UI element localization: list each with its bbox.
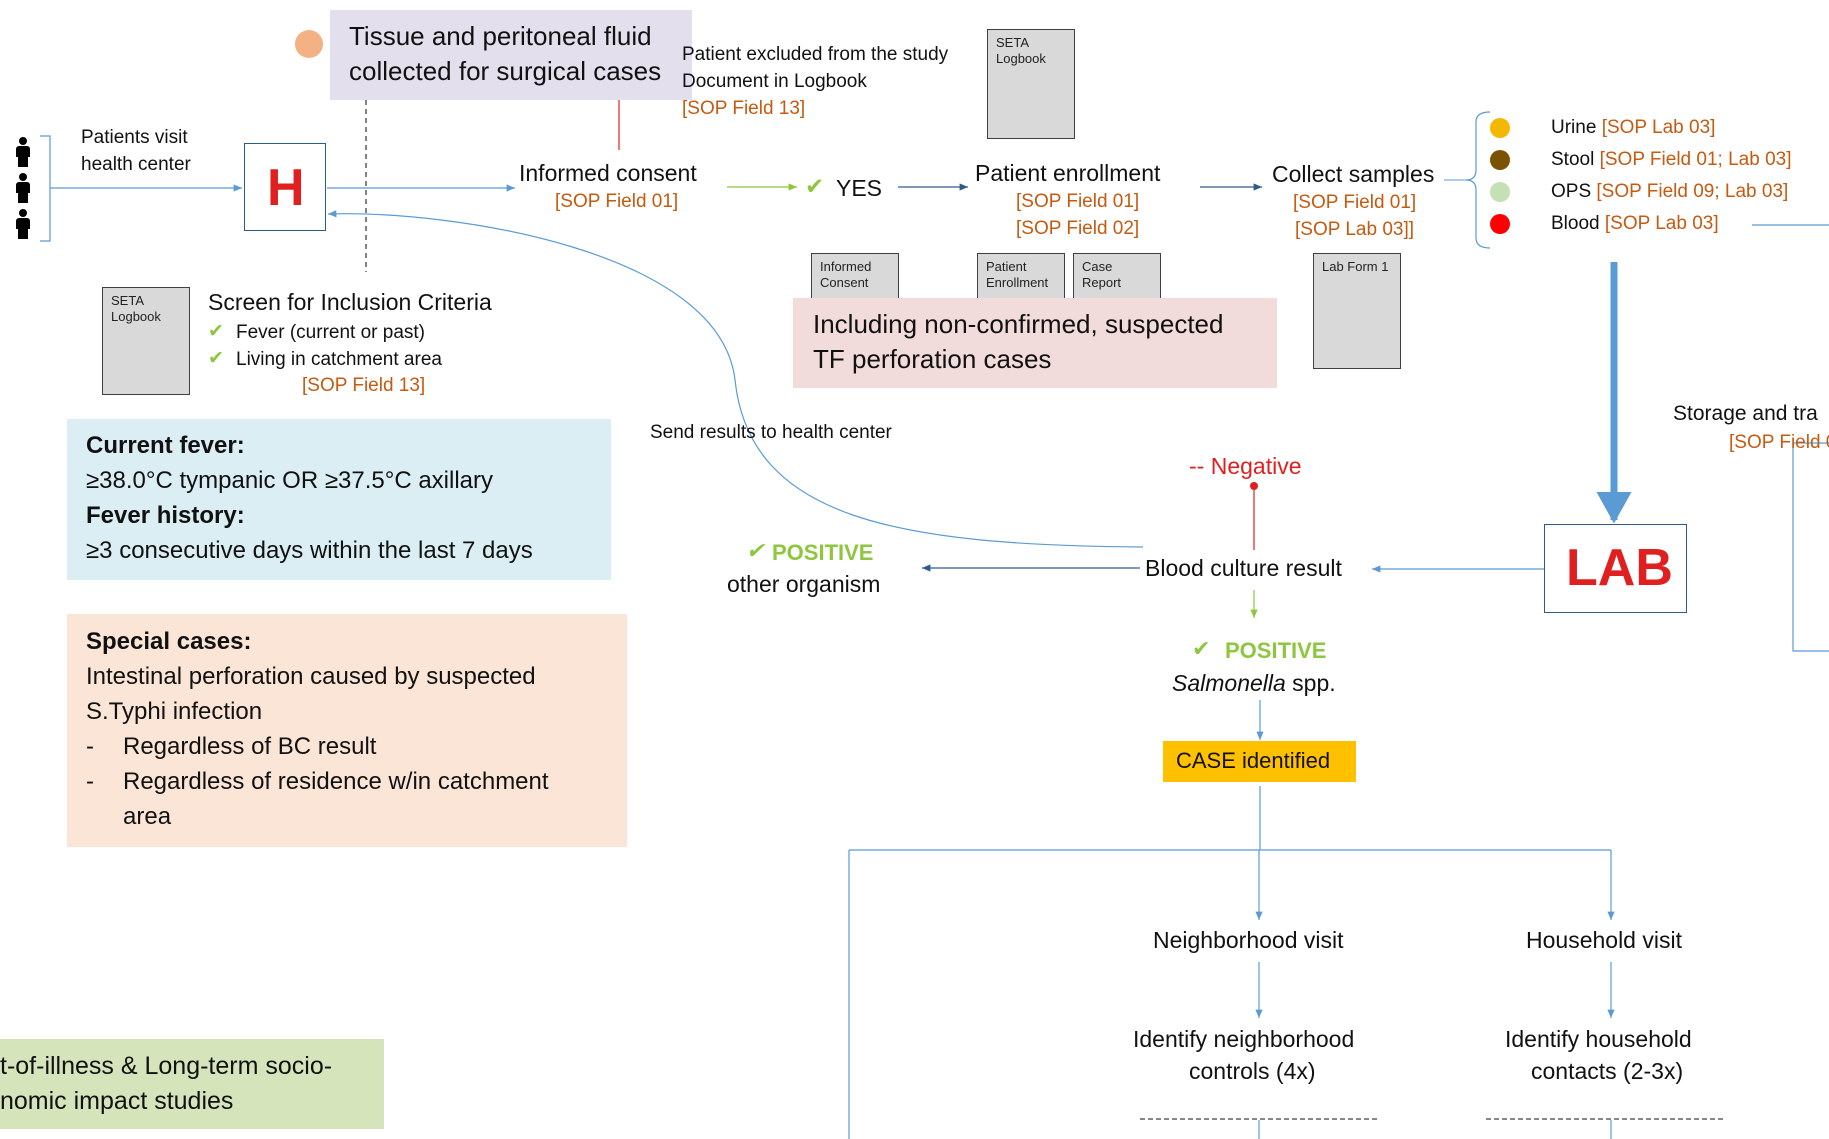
doc-line2: Consent	[820, 275, 869, 291]
health-center-h: H	[267, 159, 305, 217]
positive-other-label: POSITIVE	[772, 540, 874, 565]
urine-dot	[1490, 118, 1510, 138]
person-icon	[15, 173, 31, 203]
case-identified-box	[1163, 741, 1356, 782]
doc-line1: SETA	[996, 35, 1029, 50]
bullet-dash: -	[86, 768, 94, 795]
screen-item1: Fever (current or past)	[236, 322, 425, 343]
sample-stool: Stool [SOP Field 01; Lab 03]	[1551, 149, 1792, 170]
person-icon	[15, 137, 31, 167]
patients-visit-line2: health center	[81, 154, 191, 175]
doc-line1: SETA	[111, 293, 144, 308]
special-cases-box	[67, 614, 627, 847]
patient-enrollment-doc: Patient Enrollment	[977, 253, 1065, 301]
fever-history-title: Fever history:	[86, 502, 245, 529]
informed-consent-sop: [SOP Field 01]	[555, 191, 679, 212]
household-visit-label: Household visit	[1526, 927, 1682, 953]
doc-line2: Enrollment	[986, 275, 1049, 291]
seta-logbook-doc-top: SETA Logbook	[987, 29, 1075, 139]
household-contacts-line1: Identify household	[1505, 1026, 1692, 1052]
current-fever-box	[67, 419, 611, 580]
special-cases-line2: S.Typhi infection	[86, 698, 263, 725]
informed-consent-label: Informed consent	[519, 160, 697, 186]
doc-line1: Patient	[986, 259, 1027, 274]
neighborhood-controls-line2: controls (4x)	[1189, 1058, 1316, 1084]
storage-sop: [SOP Field 0	[1729, 432, 1829, 453]
screen-check-icon: ✔	[208, 348, 224, 369]
screen-title: Screen for Inclusion Criteria	[208, 289, 492, 315]
lab-form-doc: Lab Form 1	[1313, 253, 1401, 369]
patient-enrollment-label: Patient enrollment	[975, 160, 1161, 186]
collect-samples-sop2: [SOP Lab 03]]	[1295, 219, 1415, 240]
special-cases-title: Special cases:	[86, 628, 252, 655]
cost-note-line2: nomic impact studies	[0, 1087, 234, 1115]
neighborhood-visit-label: Neighborhood visit	[1153, 927, 1344, 953]
seta-logbook-doc-left: SETA Logbook	[102, 287, 190, 395]
tissue-note-line2: collected for surgical cases	[349, 56, 662, 86]
bullet-dash: -	[86, 733, 94, 760]
collect-samples-label: Collect samples	[1272, 161, 1435, 187]
doc-line2: Report	[1082, 275, 1122, 291]
tissue-indicator-dot	[295, 30, 323, 58]
patient-enrollment-sop2: [SOP Field 02]	[1016, 218, 1140, 239]
excluded-line1: Patient excluded from the study	[682, 44, 949, 65]
doc-line2: Logbook	[996, 51, 1046, 67]
doc-line1: Lab Form 1	[1322, 259, 1389, 274]
sample-urine: Urine [SOP Lab 03]	[1551, 117, 1716, 138]
current-fever-text: ≥38.0°C tympanic OR ≥37.5°C axillary	[86, 467, 494, 494]
non-confirmed-note	[793, 298, 1277, 388]
positive-other-sub: other organism	[727, 571, 881, 597]
informed-consent-doc: Informed Consent	[811, 253, 899, 301]
positive-other-check-icon: ✔	[746, 538, 765, 563]
collect-samples-sop1: [SOP Field 01]	[1293, 192, 1417, 213]
special-cases-bullet2b: area	[123, 803, 172, 830]
doc-line1: Case	[1082, 259, 1113, 274]
sample-ops: OPS [SOP Field 09; Lab 03]	[1551, 181, 1789, 202]
salmonella-spp: Salmonella spp.	[1172, 670, 1336, 696]
non-confirmed-line2: TF perforation cases	[813, 344, 1052, 374]
doc-line1: Informed	[820, 259, 872, 274]
excluded-sop: [SOP Field 13]	[682, 98, 806, 119]
neighborhood-controls-line1: Identify neighborhood	[1133, 1026, 1355, 1052]
doc-line2: Logbook	[111, 309, 161, 325]
household-contacts-line2: contacts (2-3x)	[1531, 1058, 1684, 1084]
fever-history-text: ≥3 consecutive days within the last 7 da…	[86, 537, 533, 564]
patients-visit-line1: Patients visit	[81, 127, 188, 148]
person-icon	[15, 209, 31, 239]
cost-note-line1: t-of-illness & Long-term socio-	[0, 1052, 333, 1080]
special-cases-bullet1: Regardless of BC result	[123, 733, 377, 760]
sample-blood: Blood [SOP Lab 03]	[1551, 213, 1719, 234]
lab-label: LAB	[1566, 539, 1673, 597]
storage-label: Storage and tra	[1673, 402, 1818, 425]
screen-check-icon: ✔	[208, 321, 224, 342]
positive-salmonella-label: POSITIVE	[1225, 638, 1327, 663]
stool-dot	[1490, 150, 1510, 170]
current-fever-title: Current fever:	[86, 432, 245, 459]
cost-of-illness-note	[0, 1039, 384, 1129]
ops-dot	[1490, 182, 1510, 202]
patient-enrollment-sop1: [SOP Field 01]	[1016, 191, 1140, 212]
send-results-label: Send results to health center	[650, 422, 892, 443]
screen-sop: [SOP Field 13]	[302, 375, 426, 396]
blood-dot	[1490, 214, 1510, 234]
non-confirmed-line1: Including non-confirmed, suspected	[813, 309, 1224, 339]
negative-label: -- Negative	[1189, 453, 1302, 479]
special-cases-line1: Intestinal perforation caused by suspect…	[86, 663, 536, 690]
screen-item2: Living in catchment area	[236, 349, 442, 370]
yes-label: YES	[836, 175, 883, 201]
positive-salmonella-check-icon: ✔	[1192, 636, 1211, 661]
lab-box	[1544, 524, 1687, 613]
tissue-note-line1: Tissue and peritoneal fluid	[349, 21, 652, 51]
health-center-box	[244, 143, 326, 231]
case-report-doc: Case Report	[1073, 253, 1161, 301]
tissue-note	[330, 10, 692, 100]
blood-culture-label: Blood culture result	[1145, 555, 1342, 581]
case-identified-label: CASE identified	[1176, 748, 1331, 773]
yes-check-icon: ✔	[805, 173, 825, 199]
special-cases-bullet2a: Regardless of residence w/in catchment	[123, 768, 549, 795]
excluded-line2: Document in Logbook	[682, 71, 867, 92]
